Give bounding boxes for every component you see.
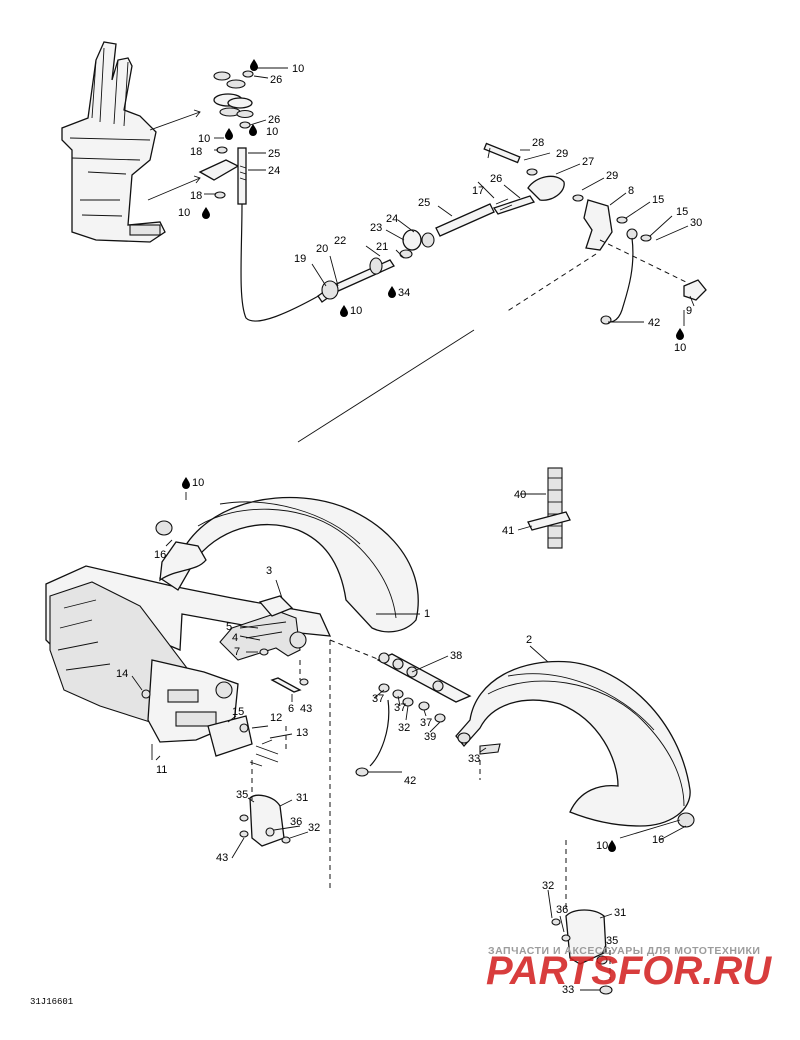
callout: 10	[266, 126, 278, 138]
callout: 10	[596, 840, 608, 852]
callout: 43	[300, 703, 312, 715]
callout: 17	[472, 185, 484, 197]
callout: 30	[690, 217, 702, 229]
dashed-guides	[251, 639, 611, 980]
callout: 10	[198, 133, 210, 145]
callout: 33	[468, 753, 480, 765]
callout: 34	[398, 287, 410, 299]
reference-dash	[505, 253, 597, 313]
callout: 2	[526, 634, 532, 646]
callout: 1	[424, 608, 430, 620]
callout: 11	[156, 764, 167, 776]
handle-small-parts	[198, 70, 254, 205]
callout: 41	[502, 525, 514, 537]
watermark: ЗАПЧАСТИ И АКСЕССУАРЫ ДЛЯ МОТОТЕХНИКИ PA…	[486, 945, 772, 993]
watermark-tagline: ЗАПЧАСТИ И АКСЕССУАРЫ ДЛЯ МОТОТЕХНИКИ	[488, 945, 760, 957]
callout: 3	[266, 565, 272, 577]
callout: 24	[386, 213, 398, 225]
callout: 32	[398, 722, 410, 734]
callout: 10	[192, 477, 204, 489]
callout: 39	[424, 731, 436, 743]
main-frame	[45, 565, 332, 760]
callout: 16	[154, 549, 166, 561]
callout: 10	[178, 207, 190, 219]
axle-bracket-assembly	[355, 652, 501, 777]
mounting-brackets	[207, 715, 613, 995]
callout: 38	[450, 650, 462, 662]
shift-cable	[240, 203, 323, 322]
cable-tie-strap	[527, 467, 571, 549]
callout: 22	[334, 235, 346, 247]
callout: 8	[628, 185, 634, 197]
callout: 42	[648, 317, 660, 329]
callout: 18	[190, 146, 202, 158]
callout: 14	[116, 668, 128, 680]
callout: 40	[514, 489, 526, 501]
callout: 32	[308, 822, 320, 834]
callout: 31	[614, 907, 626, 919]
front-fender-left	[155, 496, 419, 633]
callout: 6	[288, 703, 294, 715]
diagram-code: 31J16601	[30, 997, 73, 1007]
callout: 9	[686, 305, 692, 317]
leaders-top-left	[204, 67, 288, 195]
callout: 31	[296, 792, 308, 804]
callout: 20	[316, 243, 328, 255]
callout: 15	[652, 194, 664, 206]
callout: 5	[226, 621, 232, 633]
callout: 21	[376, 241, 388, 253]
leaders-top-right	[311, 149, 695, 326]
callout: 10	[674, 342, 686, 354]
callout: 15	[676, 206, 688, 218]
reference-line	[297, 329, 475, 443]
callout-labels: 10 26 26 10 10 18 25 24 18 10 28 29 27 2…	[116, 63, 702, 996]
callout: 33	[562, 984, 574, 996]
callout: 23	[370, 222, 382, 234]
callout: 4	[232, 632, 238, 644]
callout: 24	[268, 165, 280, 177]
callout: 26	[270, 74, 282, 86]
callout: 43	[216, 852, 228, 864]
callout: 10	[350, 305, 362, 317]
watermark-logo: PARTSFOR.RU	[486, 949, 772, 993]
callout: 35	[236, 789, 248, 801]
callout: 19	[294, 253, 306, 265]
callout: 26	[490, 173, 502, 185]
callout: 37	[420, 717, 432, 729]
callout: 10	[292, 63, 304, 75]
cable-end-assembly	[317, 142, 707, 325]
front-fender-right	[455, 660, 695, 828]
callout: 42	[404, 775, 416, 787]
throttle-handle-assembly	[61, 41, 201, 243]
callout: 12	[270, 712, 282, 724]
callout: 29	[606, 170, 618, 182]
callout: 25	[418, 197, 430, 209]
callout: 37	[394, 702, 406, 714]
callout: 32	[542, 880, 554, 892]
callout: 15	[232, 706, 244, 718]
callout: 18	[190, 190, 202, 202]
callout: 36	[556, 904, 568, 916]
callout: 28	[532, 137, 544, 149]
leaders-bottom	[131, 492, 687, 991]
callout: 36	[290, 816, 302, 828]
callout: 29	[556, 148, 568, 160]
callout: 35	[606, 935, 618, 947]
callout: 26	[268, 114, 280, 126]
callout: 16	[652, 834, 664, 846]
callout: 7	[234, 646, 240, 658]
callout: 25	[268, 148, 280, 160]
callout: 27	[582, 156, 594, 168]
callout: 37	[372, 693, 384, 705]
callout: 13	[296, 727, 308, 739]
